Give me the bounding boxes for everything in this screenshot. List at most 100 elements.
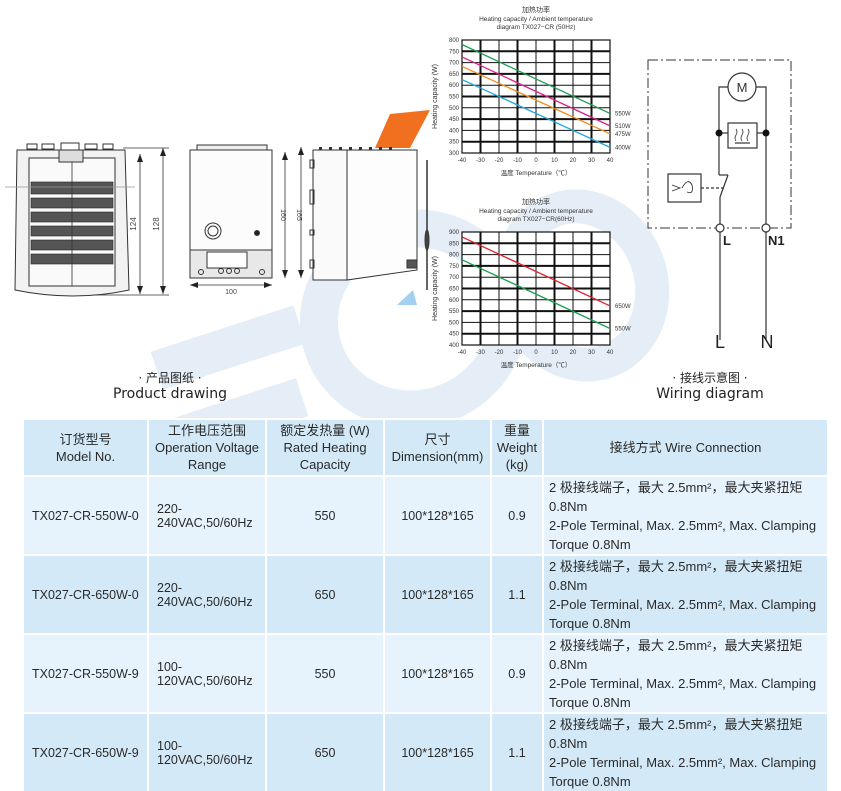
wiring-diagram-caption-zh: · 接线示意图 · [672,371,748,385]
y-tick-label: 500 [449,320,460,326]
y-tick-label: 900 [449,230,460,236]
wire-connection-zh: 2 极接线端子，最大 2.5mm²，最大夹紧扭矩 0.8Nm [549,558,803,593]
header-capacity: 额定发热量 (W)Rated Heating Capacity [265,418,385,477]
x-tick-label: -20 [495,158,504,164]
series-line-475W [461,65,611,135]
product-drawing-caption: · 产品图纸 · Product drawing [110,371,230,403]
voltage-cell: 220-240VAC,50/60Hz [147,554,267,635]
series-label: 400W [615,145,631,151]
chart-title: Heating capacity / Ambient temperature [479,16,593,23]
chart-subtitle: diagram TX027−CR(60Hz) [497,216,574,223]
x-tick-label: -10 [513,350,522,356]
terminal-l [715,223,725,233]
x-tick-label: 40 [607,158,614,164]
series-line-550W [461,43,611,115]
terminal-n1 [761,223,771,233]
series-line-550W [461,259,611,330]
wire-connection-en: 2-Pole Terminal, Max. 2.5mm², Max. Clamp… [549,754,817,789]
y-tick-label: 700 [449,275,460,281]
y-tick-label: 300 [449,151,460,157]
x-tick-label: 20 [570,158,577,164]
model-cell: TX027-CR-650W-9 [22,712,149,791]
y-tick-label: 700 [449,61,460,67]
series-label: 475W [615,132,631,138]
wire-connection-zh: 2 极接线端子，最大 2.5mm²，最大夹紧扭矩 0.8Nm [549,716,803,751]
chart-subtitle: diagram TX027−CR (50Hz) [497,24,576,31]
line-l-label: L [715,332,725,352]
orange-accent-shape [375,110,430,148]
series-label: 550W [615,327,631,333]
drawing-area: 124 128 [0,0,841,380]
x-axis-label: 温度 Temperature（℃） [501,168,572,177]
wire-connection-en: 2-Pole Terminal, Max. 2.5mm², Max. Clamp… [549,596,817,631]
voltage-cell: 100-120VAC,50/60Hz [147,712,267,791]
capacity-cell: 650 [265,554,385,635]
y-tick-label: 550 [449,309,460,315]
y-tick-label: 600 [449,298,460,304]
wiring-diagram-caption: · 接线示意图 · Wiring diagram [650,371,770,403]
weight-cell: 1.1 [490,554,544,635]
dimension-cell: 100*128*165 [383,475,492,556]
front-dim-outer: 128 [152,217,161,231]
series-label: 510W [615,124,631,130]
wire-connection-en: 2-Pole Terminal, Max. 2.5mm², Max. Clamp… [549,675,817,710]
chart-title: Heating capacity / Ambient temperature [479,208,593,215]
wire-connection-zh: 2 极接线端子，最大 2.5mm²，最大夹紧扭矩 0.8Nm [549,637,803,672]
series-line-400W [461,78,611,148]
chart-60hz: 加热功率 Heating capacity / Ambient temperatu… [425,196,635,379]
series-line-650W [461,236,611,307]
heater-symbol [727,122,758,149]
y-tick-label: 450 [449,117,460,123]
capacity-cell: 650 [265,712,385,791]
y-tick-label: 550 [449,95,460,101]
x-tick-label: -40 [458,350,467,356]
terminal-l-label: L [723,233,731,248]
wiring-diagram-caption-en: Wiring diagram [656,386,764,402]
y-tick-label: 400 [449,343,460,349]
dimension-cell: 100*128*165 [383,712,492,791]
voltage-cell: 220-240VAC,50/60Hz [147,475,267,556]
x-tick-label: 10 [551,350,558,356]
y-tick-label: 450 [449,332,460,338]
model-cell: TX027-CR-650W-0 [22,554,149,635]
voltage-cell: 100-120VAC,50/60Hz [147,633,267,714]
front-view-drawing: 124 128 [5,142,169,297]
y-tick-label: 650 [449,287,460,293]
weight-cell: 1.1 [490,712,544,791]
rear-view-drawing: 160 165 100 [189,144,304,295]
y-tick-label: 350 [449,140,460,146]
y-tick-label: 400 [449,128,460,134]
wire-connection-en: 2-Pole Terminal, Max. 2.5mm², Max. Clamp… [549,517,817,552]
thermostat-symbol [667,173,702,203]
dimension-cell: 100*128*165 [383,633,492,714]
y-axis-label: Heating capacity (W) [432,64,439,129]
blue-accent-shape [397,290,417,305]
y-axis-label: Heating capacity (W) [432,256,439,321]
wire-connection-zh: 2 极接线端子，最大 2.5mm²，最大夹紧扭矩 0.8Nm [549,479,803,514]
y-tick-label: 750 [449,49,460,55]
series-label: 650W [615,304,631,310]
weight-cell: 0.9 [490,475,544,556]
x-tick-label: -30 [476,350,485,356]
line-n-label: N [761,332,774,352]
header-wire-connection: 接线方式 Wire Connection [542,418,829,477]
y-tick-label: 750 [449,264,460,270]
x-tick-label: -10 [513,158,522,164]
capacity-cell: 550 [265,633,385,714]
rear-dim-outer: 165 [295,209,302,221]
profile-view-drawing [309,110,430,305]
chart-title-zh: 加热功率 [522,197,550,206]
